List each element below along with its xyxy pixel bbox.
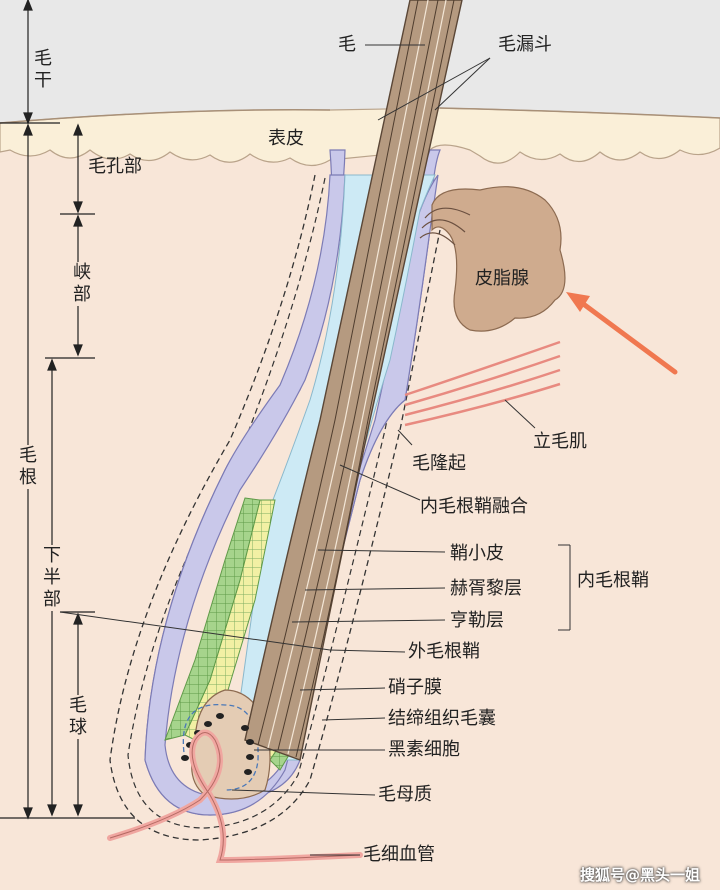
label-glassy-membrane: 硝子膜	[388, 677, 442, 698]
highlight-arrow	[566, 292, 678, 375]
label-capillary: 毛细血管	[363, 844, 435, 865]
label-arrector-pili: 立毛肌	[533, 431, 587, 452]
label-hair-bulb: 毛球	[68, 695, 88, 739]
label-hair-infundibulum: 毛漏斗	[498, 34, 552, 55]
label-henle-layer: 亨勒层	[450, 610, 504, 631]
gland-duct-lines	[419, 207, 471, 246]
label-hair: 毛	[338, 34, 356, 55]
label-hair-shaft-region: 毛干	[34, 48, 52, 91]
label-hair-matrix: 毛母质	[378, 784, 432, 805]
air-region	[0, 0, 720, 125]
label-melanocytes: 黑素细胞	[388, 739, 460, 760]
label-pore: 毛孔部	[88, 156, 142, 177]
label-bulge: 毛隆起	[412, 453, 466, 474]
hair-shaft	[244, 0, 463, 761]
label-sebaceous-gland: 皮脂腺	[475, 268, 529, 289]
label-epidermis: 表皮	[268, 128, 304, 149]
sebaceous-gland	[431, 186, 566, 332]
dermal-papilla-outline	[182, 704, 259, 791]
melanocytes	[181, 713, 254, 775]
label-irs-fusion: 内毛根鞘融合	[420, 496, 528, 517]
watermark: 搜狐号@黑头一姐	[580, 866, 701, 884]
skin-surface-line	[0, 107, 720, 124]
label-huxley-layer: 赫胥黎层	[450, 578, 522, 599]
label-lower-segment: 下半部	[42, 545, 62, 611]
henle-layer-left	[164, 497, 261, 741]
label-inner-root-sheath: 内毛根鞘	[577, 570, 649, 591]
capillary-outline	[109, 732, 361, 861]
leader-lines	[59, 44, 571, 856]
label-cuticle: 鞘小皮	[450, 543, 504, 564]
label-hair-root: 毛根	[18, 445, 38, 489]
label-isthmus: 峡部	[72, 262, 92, 306]
label-outer-root-sheath: 外毛根鞘	[408, 641, 480, 662]
label-connective-tissue-sheath: 结缔组织毛囊	[388, 708, 496, 729]
arrector-pili-muscle	[404, 340, 561, 427]
